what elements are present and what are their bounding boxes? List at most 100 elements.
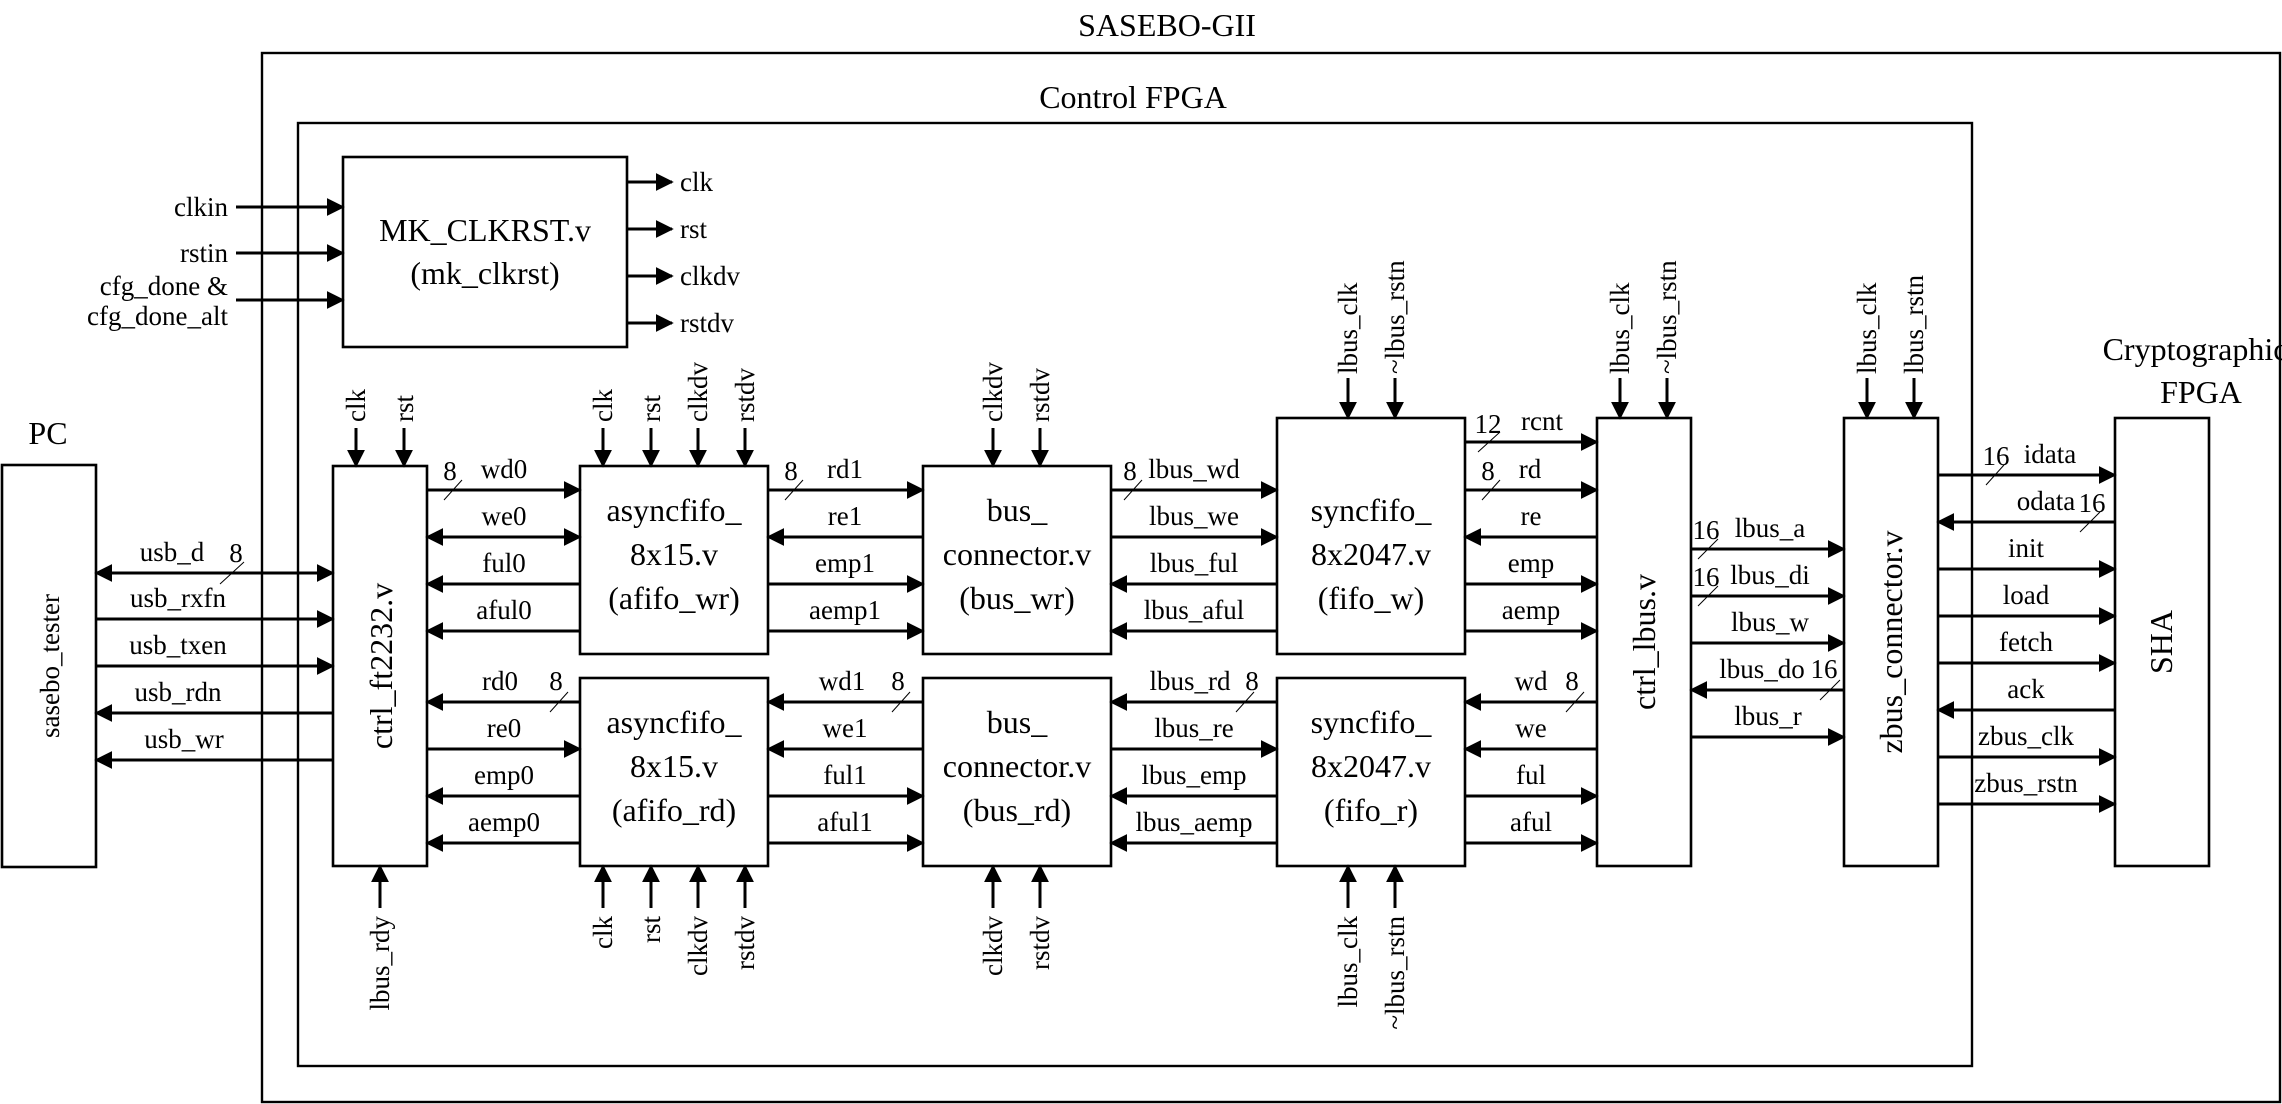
wd-width-tick xyxy=(1565,691,1585,713)
lbus-w-label: lbus_w xyxy=(1731,607,1810,637)
fetch-label: fetch xyxy=(1999,627,2053,657)
we-label: we xyxy=(1515,713,1546,743)
usb-rxfn-label: usb_rxfn xyxy=(130,583,226,613)
usb-d-width: 8 xyxy=(229,538,243,568)
we0-label: we0 xyxy=(482,501,527,531)
lbus-re-label: lbus_re xyxy=(1154,713,1234,743)
ft-clk-label: clk xyxy=(341,389,371,422)
lbus-rd-width-tick xyxy=(1235,691,1255,713)
odata-label: odata xyxy=(2017,486,2075,516)
re-label: re xyxy=(1521,501,1542,531)
sasebo-tester-block xyxy=(0,463,98,869)
lbus-a-width: 16 xyxy=(1693,515,1720,545)
clkin-label: clkin xyxy=(174,192,228,222)
afrd-rstdv-label: rstdv xyxy=(730,916,760,971)
crypto-fpga-title-1: Cryptographic xyxy=(2103,331,2282,367)
aemp1-label: aemp1 xyxy=(809,595,881,625)
odata-width-tick xyxy=(2079,511,2101,533)
ctrl-lbus-label: ctrl_lbus.v xyxy=(1626,574,1662,710)
we1-label: we1 xyxy=(823,713,868,743)
wd1-label: wd1 xyxy=(819,666,866,696)
wd0-width: 8 xyxy=(443,456,457,486)
clk-out-label: clk xyxy=(680,167,713,197)
lbus-di-width: 16 xyxy=(1693,562,1720,592)
zbus-lbus-rstn-label: lbus_rstn xyxy=(1899,274,1929,374)
rd0-label: rd0 xyxy=(482,666,518,696)
rd0-width: 8 xyxy=(549,666,563,696)
bus-rd-label-3: (bus_rd) xyxy=(963,792,1071,828)
aemp-label: aemp xyxy=(1502,595,1560,625)
busrd-clkdv-label: clkdv xyxy=(978,916,1008,976)
lbus-rd-label: lbus_rd xyxy=(1150,666,1232,696)
ctrllbus-lbus-rstn-label: ~lbus_rstn xyxy=(1652,260,1682,374)
wd0-label: wd0 xyxy=(481,454,528,484)
lbus-ful-label: lbus_ful xyxy=(1150,548,1239,578)
fifo-w-label-2: 8x2047.v xyxy=(1311,536,1431,572)
rd1-label: rd1 xyxy=(827,454,863,484)
cfg-done-label-1: cfg_done & xyxy=(100,271,228,301)
emp1-label: emp1 xyxy=(815,548,875,578)
load-label: load xyxy=(2003,580,2050,610)
afifo-wr-label-3: (afifo_wr) xyxy=(608,580,739,616)
odata-width: 16 xyxy=(2079,488,2106,518)
idata-label: idata xyxy=(2024,439,2076,469)
buswr-clkdv-label: clkdv xyxy=(978,362,1008,422)
zbus-lbus-clk-label: lbus_clk xyxy=(1852,282,1882,374)
sasebo-tester-label: sasebo_tester xyxy=(35,594,65,738)
afrd-clkdv-label: clkdv xyxy=(683,916,713,976)
afifo-rd-block xyxy=(578,676,770,868)
lbus-emp-label: lbus_emp xyxy=(1142,760,1247,790)
bus-wr-label-1: bus_ xyxy=(987,492,1048,528)
board-title: SASEBO-GII xyxy=(1078,7,1256,43)
wd0-width-tick xyxy=(443,479,463,501)
afrd-clk-label: clk xyxy=(588,916,618,949)
idata-width: 16 xyxy=(1983,441,2010,471)
aful0-label: aful0 xyxy=(476,595,531,625)
fifo-r-block xyxy=(1275,676,1467,868)
lbus-aemp-label: lbus_aemp xyxy=(1136,807,1253,837)
afrd-rst-label: rst xyxy=(636,916,666,943)
ctrl-ft2232-label: ctrl_ft2232.v xyxy=(363,583,399,749)
mk-clkrst-block xyxy=(341,155,629,349)
emp-label: emp xyxy=(1508,548,1555,578)
ful-label: ful xyxy=(1516,760,1546,790)
fifo-w-block xyxy=(1275,416,1467,656)
clkdv-out-label: clkdv xyxy=(680,261,740,291)
ctrllbus-lbus-clk-label: lbus_clk xyxy=(1605,282,1635,374)
fifo-r-label-2: 8x2047.v xyxy=(1311,748,1431,784)
lbus-we-label: lbus_we xyxy=(1149,501,1239,531)
rd1-width-tick xyxy=(784,479,804,501)
fifow-lbus-rstn-label: ~lbus_rstn xyxy=(1380,260,1410,374)
rstdv-out-label: rstdv xyxy=(680,308,735,338)
fifor-lbus-clk-label: lbus_clk xyxy=(1333,916,1363,1008)
control-fpga-title: Control FPGA xyxy=(1039,79,1227,115)
afwr-rst-label: rst xyxy=(636,395,666,422)
afifo-rd-label-2: 8x15.v xyxy=(630,748,718,784)
sha-block xyxy=(2113,416,2211,868)
ful0-label: ful0 xyxy=(482,548,526,578)
lbus-aful-label: lbus_aful xyxy=(1144,595,1245,625)
wd-width: 8 xyxy=(1565,666,1579,696)
fifo-r-label-1: syncfifo_ xyxy=(1311,704,1433,740)
ft-rst-label: rst xyxy=(389,395,419,422)
rst-out-label: rst xyxy=(680,214,707,244)
ack-label: ack xyxy=(2007,674,2045,704)
usb-wr-label: usb_wr xyxy=(144,724,224,754)
re1-label: re1 xyxy=(828,501,862,531)
lbus-a-width-tick xyxy=(1697,538,1719,560)
control-fpga-frame xyxy=(296,121,1974,1068)
lbus-do-width: 16 xyxy=(1811,654,1838,684)
lbus-di-label: lbus_di xyxy=(1730,560,1810,590)
bus-rd-label-1: bus_ xyxy=(987,704,1048,740)
wd-label: wd xyxy=(1515,666,1548,696)
mk-clkrst-label-2: (mk_clkrst) xyxy=(410,255,559,291)
usb-txen-label: usb_txen xyxy=(129,630,227,660)
cfg-done-label-2: cfg_done_alt xyxy=(87,301,228,331)
zbus-connector-label: zbus_connector.v xyxy=(1873,530,1909,753)
wd1-width-tick xyxy=(891,691,911,713)
lbus-a-label: lbus_a xyxy=(1735,513,1806,543)
idata-width-tick xyxy=(1985,464,2005,486)
lbus-wd-label: lbus_wd xyxy=(1148,454,1240,484)
afifo-wr-block xyxy=(578,464,770,656)
aemp0-label: aemp0 xyxy=(468,807,540,837)
